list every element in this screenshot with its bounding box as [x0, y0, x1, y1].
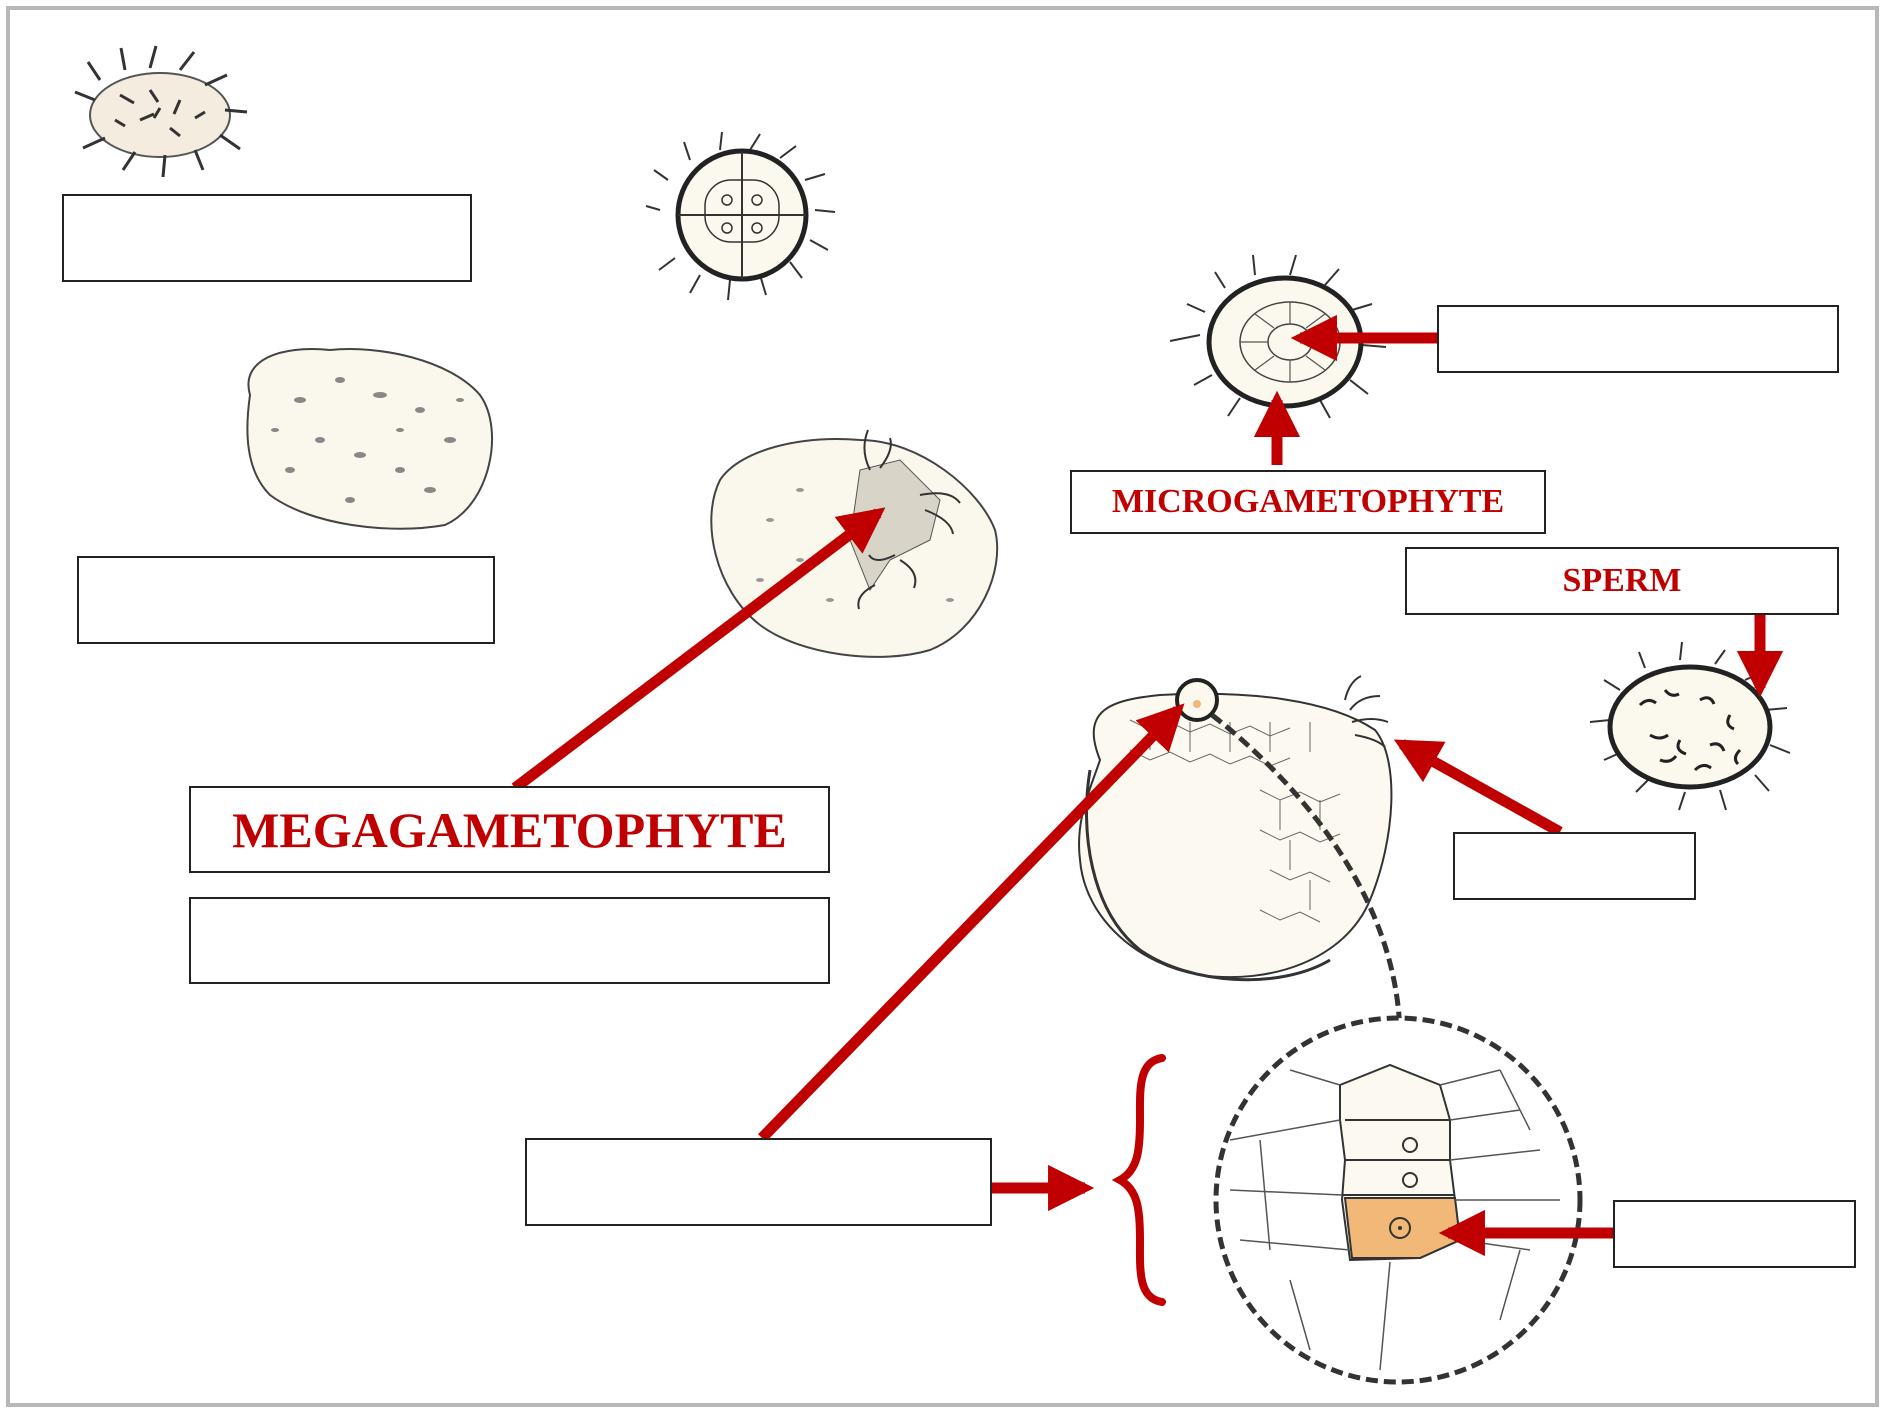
egg-box[interactable] [1613, 1200, 1856, 1268]
microgametophyte-interior-box[interactable] [1437, 305, 1839, 373]
microgametophyte-label: MICROGAMETOPHYTE [1070, 470, 1546, 534]
archegonial-megagametophyte-drawing [1078, 675, 1393, 982]
megagametophyte-label: MEGAGAMETOPHYTE [189, 786, 830, 873]
arrow-to-megagametophyte [511, 507, 886, 793]
tetrad-spore-drawing [645, 131, 836, 301]
spiky-spore-drawing [74, 45, 248, 178]
sperm-spore-drawing [1589, 641, 1791, 811]
arrow-to-rhizoids [1393, 739, 1563, 837]
megaspore-drawing [246, 348, 494, 530]
arrow-to-archegonium [758, 703, 1185, 1142]
megaspore-box[interactable] [77, 556, 495, 644]
curly-brace [1111, 1054, 1166, 1306]
archegonium-box[interactable] [525, 1138, 992, 1226]
rhizoids-box[interactable] [1453, 832, 1696, 900]
spiky-spore-box[interactable] [62, 194, 472, 282]
megagametophyte-drawing [710, 429, 999, 658]
zoom-connector-line [1210, 713, 1403, 1041]
archegonium-zoom-drawing [1213, 1015, 1583, 1385]
megagametophyte-detail-box[interactable] [189, 897, 830, 984]
sperm-label: SPERM [1405, 547, 1839, 615]
